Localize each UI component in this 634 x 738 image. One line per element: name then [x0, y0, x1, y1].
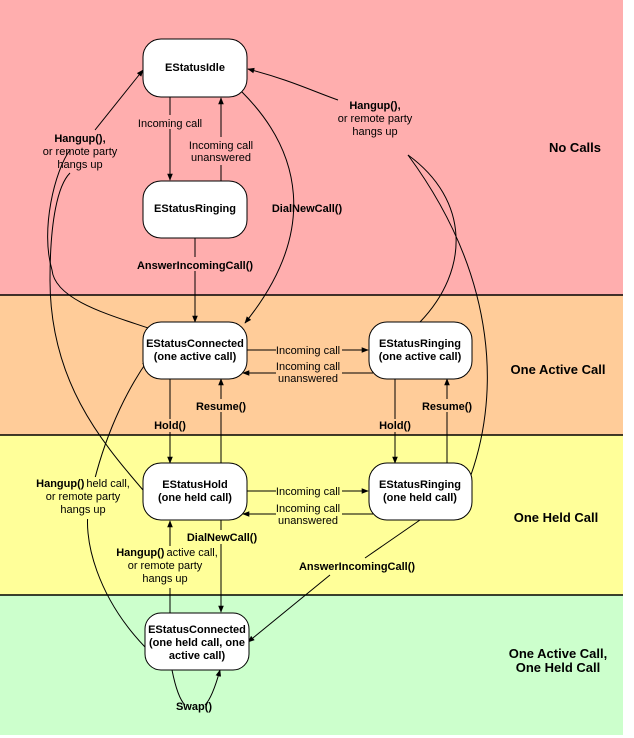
- label-dial-new-call: DialNewCall(): [272, 203, 343, 215]
- label-background: [276, 343, 342, 357]
- label-background: [276, 360, 342, 386]
- state-connected-active-label: EStatusConnected: [146, 338, 244, 350]
- label-background: [150, 419, 190, 432]
- state-ringing-held-label: EStatusRinging: [379, 479, 461, 491]
- label-incoming-call-unanswered: Incoming call: [189, 140, 253, 152]
- edge-answer-label-to-connected-both: [247, 574, 331, 643]
- edge-ringing-held-to-idle: [407, 154, 488, 484]
- state-connected-both-sublabel: active call): [169, 650, 226, 662]
- zone-active-and-held: [0, 595, 623, 735]
- label-background: [375, 419, 415, 432]
- state-ringing[interactable]: EStatusRinging: [142, 180, 248, 239]
- label-hangs-up: hangs up: [352, 126, 397, 138]
- label-incoming-call-unanswered: Incoming call: [276, 361, 340, 373]
- label-hangup: Hangup(),: [349, 100, 400, 112]
- state-ringing-active-sublabel: (one active call): [379, 351, 462, 363]
- label-or-remote-party: or remote party: [43, 146, 118, 158]
- edge-ringing-held-to-connected-both: [364, 519, 421, 559]
- label-resume: Resume(): [196, 401, 246, 413]
- state-ringing-held-sublabel: (one held call): [383, 492, 457, 504]
- zone-label-active-and-held: One Active Call,: [509, 646, 608, 661]
- label-background: [276, 502, 342, 528]
- zone-label-one-held-call: One Held Call: [514, 510, 599, 525]
- edge-hangup-label-to-idle: [94, 69, 144, 131]
- zone-no-calls: [0, 0, 623, 295]
- label-hangs-up: hangs up: [142, 573, 187, 585]
- zone-label-no-calls: No Calls: [549, 140, 601, 155]
- label-hangs-up: hangs up: [57, 159, 102, 171]
- label-incoming-call-unanswered: unanswered: [278, 373, 338, 385]
- label-background: [136, 115, 206, 129]
- label-hold: Hold(): [379, 420, 411, 432]
- label-background: [186, 530, 258, 544]
- label-background: [194, 399, 248, 412]
- label-incoming-call-unanswered: unanswered: [278, 515, 338, 527]
- label-background: [116, 546, 216, 588]
- label-incoming-call: Incoming call: [276, 345, 340, 357]
- state-connected-active[interactable]: EStatusConnected (one active call): [142, 321, 248, 380]
- transition-labels: Incoming call Incoming call unanswered A…: [36, 100, 474, 713]
- edge-right-hangup-to-idle: [247, 67, 339, 101]
- label-hangup-active-call: Hangup()active call,: [116, 547, 218, 559]
- state-ringing-label: EStatusRinging: [154, 203, 236, 215]
- states: EStatusIdle EStatusRinging EStatusConnec…: [142, 38, 473, 671]
- state-idle[interactable]: EStatusIdle: [142, 38, 248, 98]
- label-background: [276, 484, 342, 498]
- edge-swap-in: [204, 669, 222, 706]
- label-answer-incoming-call: AnswerIncomingCall(): [137, 260, 253, 272]
- label-incoming-call: Incoming call: [138, 118, 202, 130]
- edge-hold-to-idle: [49, 172, 144, 491]
- label-incoming-call: Incoming call: [276, 486, 340, 498]
- zone-label-one-active-call: One Active Call: [511, 362, 606, 377]
- state-ringing-held[interactable]: EStatusRinging (one held call): [368, 462, 473, 521]
- label-or-remote-party: or remote party: [46, 491, 121, 503]
- state-ringing-active-label: EStatusRinging: [379, 338, 461, 350]
- label-or-remote-party: or remote party: [338, 113, 413, 125]
- edge-swap-out: [171, 669, 186, 706]
- state-connected-both-label: EStatusConnected: [148, 624, 246, 636]
- state-ringing-active[interactable]: EStatusRinging (one active call): [368, 321, 473, 380]
- zone-labels: No Calls One Active Call One Held Call O…: [509, 140, 608, 675]
- label-background: [420, 399, 474, 412]
- state-connected-both[interactable]: EStatusConnected (one held call, one act…: [144, 612, 250, 671]
- state-hold-label: EStatusHold: [162, 479, 227, 491]
- state-connected-both-sublabel: (one held call, one: [149, 637, 245, 649]
- state-idle-label: EStatusIdle: [165, 62, 225, 74]
- edge-idle-to-connected: [241, 91, 295, 324]
- label-dial-new-call: DialNewCall(): [187, 532, 258, 544]
- label-hangup: Hangup(),: [54, 133, 105, 145]
- label-hold: Hold(): [154, 420, 186, 432]
- label-background: [38, 477, 130, 519]
- label-hangup-held-call: Hangup()held call,: [36, 478, 130, 490]
- state-connected-active-sublabel: (one active call): [154, 351, 237, 363]
- label-background: [186, 137, 256, 165]
- state-hold[interactable]: EStatusHold (one held call): [142, 462, 248, 521]
- label-answer-incoming-call: AnswerIncomingCall(): [299, 561, 415, 573]
- state-hold-sublabel: (one held call): [158, 492, 232, 504]
- label-background: [133, 257, 257, 271]
- zone-label-active-and-held: One Held Call: [516, 660, 601, 675]
- label-hangs-up: hangs up: [60, 504, 105, 516]
- label-resume: Resume(): [422, 401, 472, 413]
- label-swap: Swap(): [176, 701, 212, 713]
- label-incoming-call-unanswered: Incoming call: [276, 503, 340, 515]
- label-or-remote-party: or remote party: [128, 560, 203, 572]
- label-incoming-call-unanswered: unanswered: [191, 152, 251, 164]
- edge-connected-to-idle: [47, 149, 149, 329]
